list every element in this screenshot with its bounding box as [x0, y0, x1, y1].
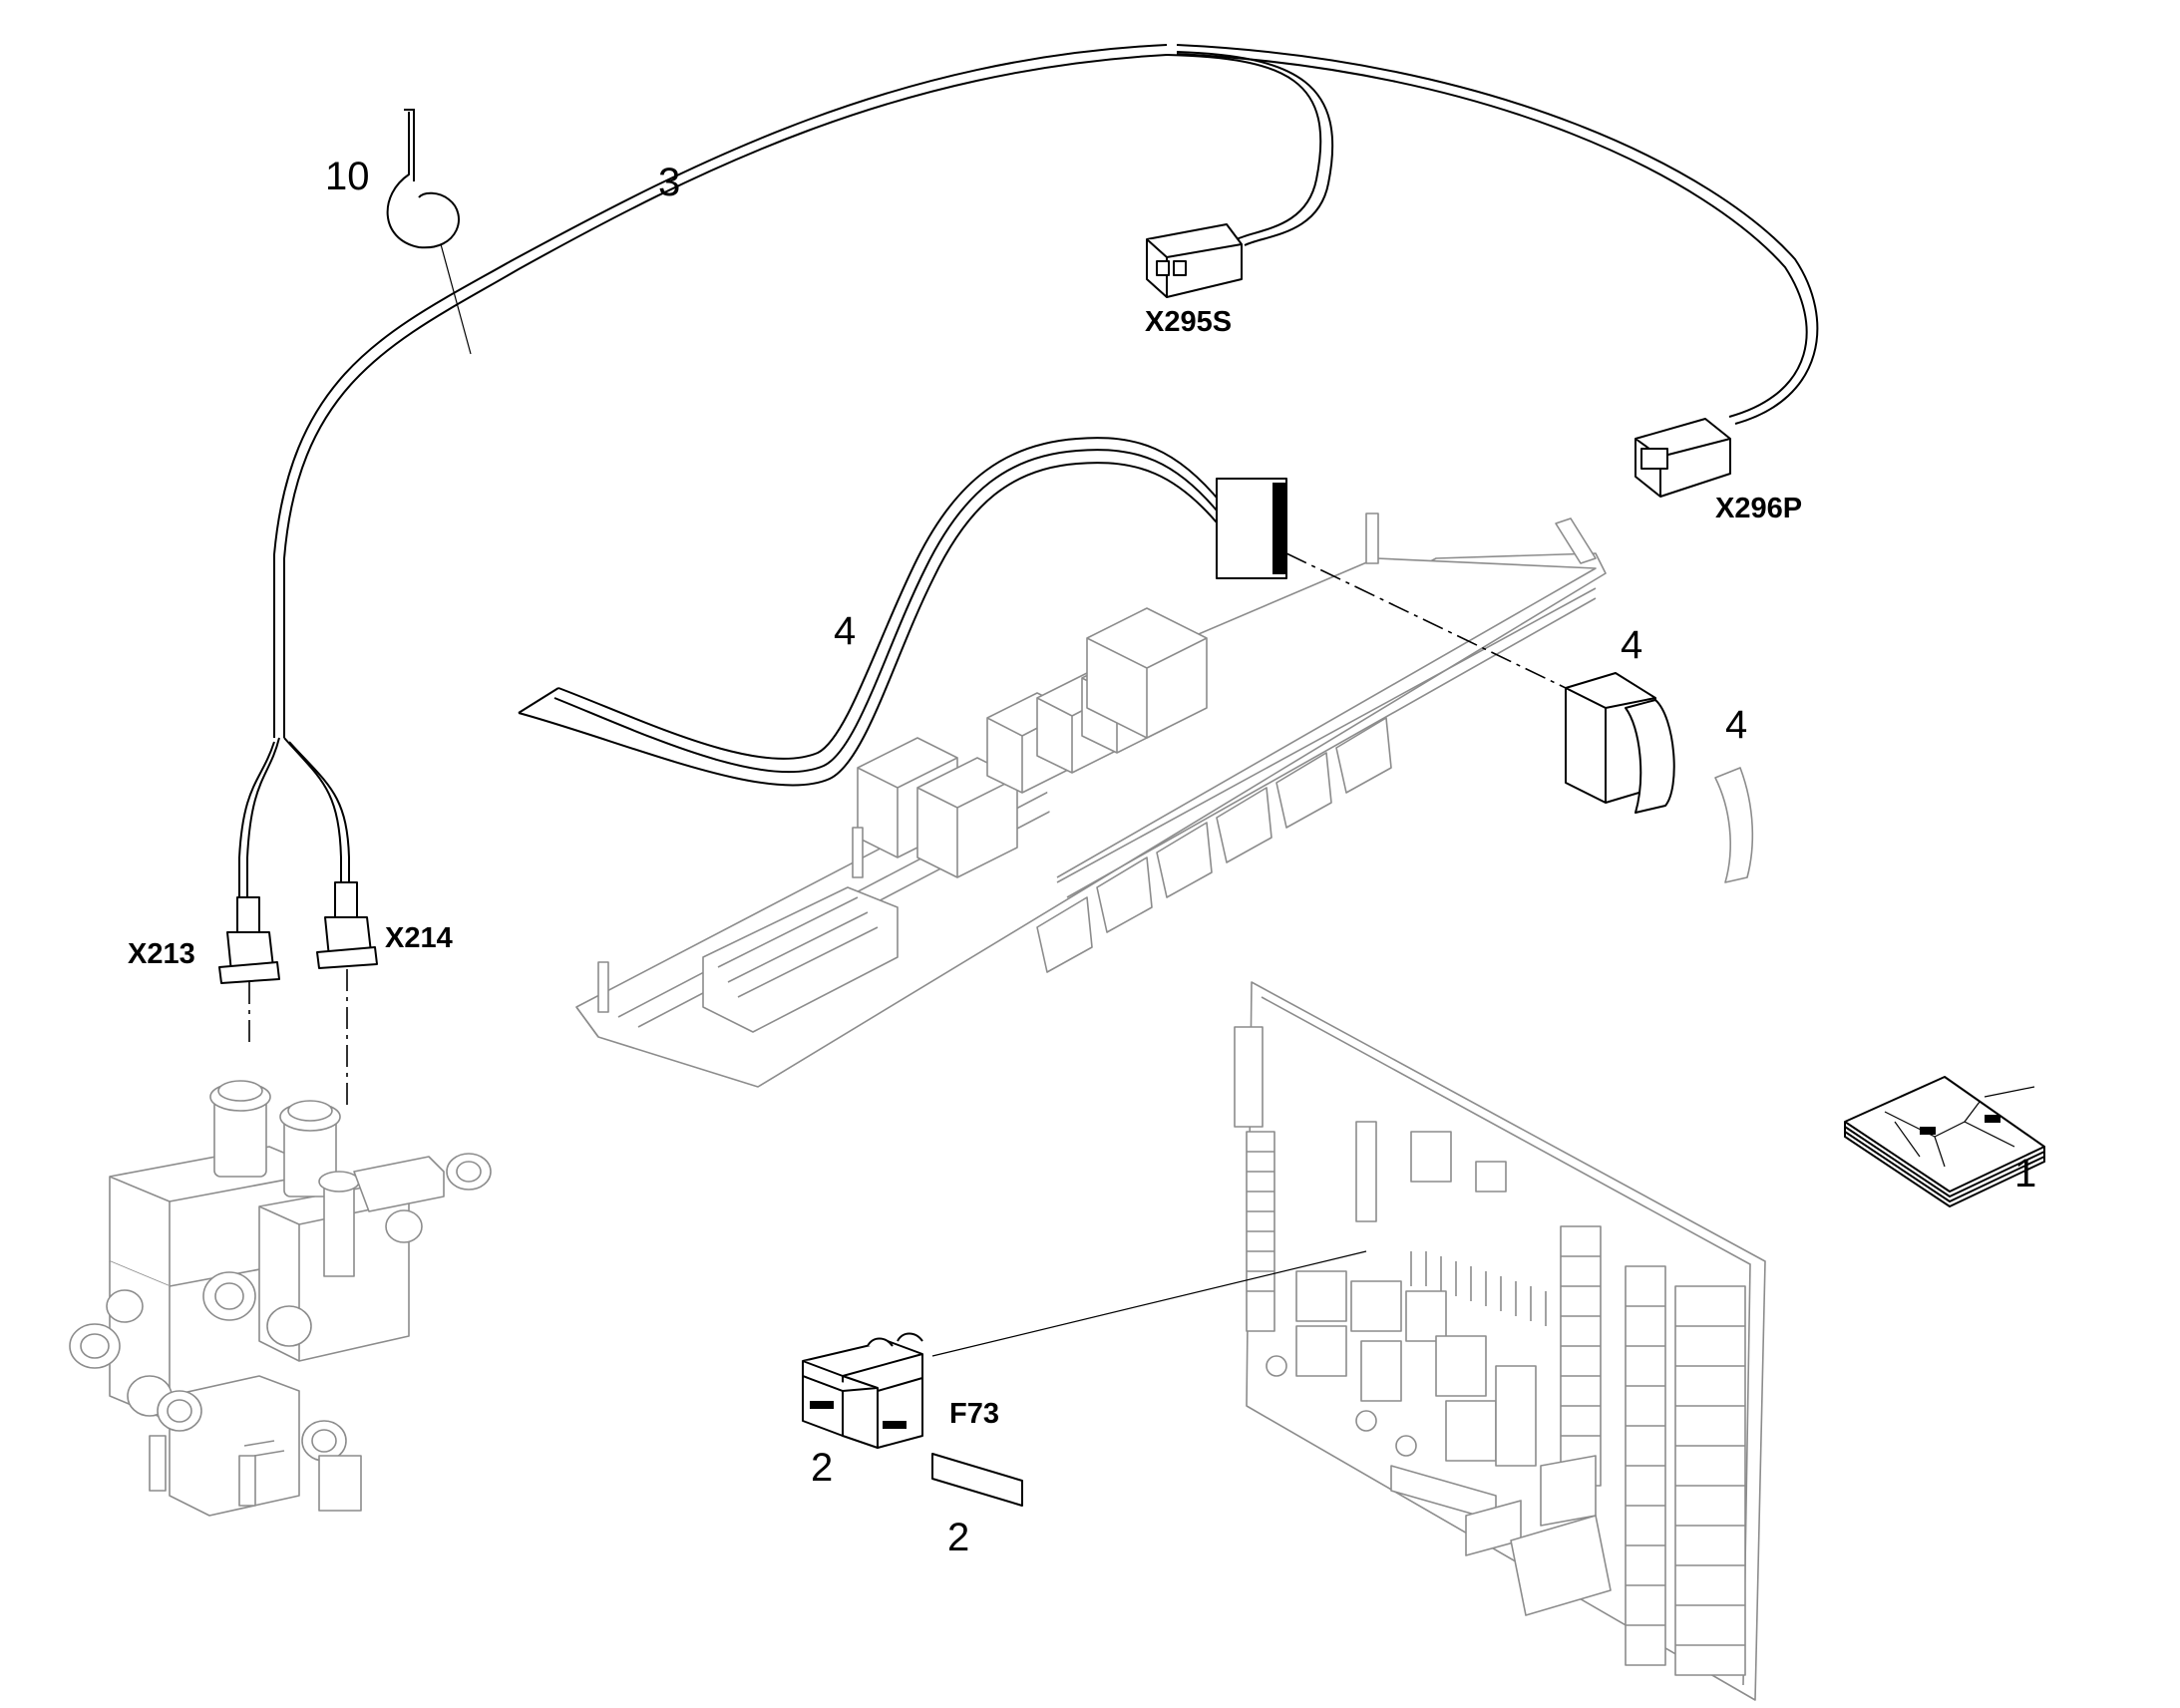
connector-label-x296p: X296P — [1715, 493, 1802, 524]
callout-item-1: 1 — [2014, 1152, 2036, 1196]
blade-fuse-icon — [802, 1332, 923, 1449]
connector-label-x214: X214 — [385, 922, 453, 954]
connector-x214-icon — [316, 881, 378, 1107]
cable-tie-icon — [386, 109, 472, 355]
rocker-switch-icon — [1565, 672, 1754, 883]
connector-x295s-icon — [1146, 223, 1243, 298]
connector-x296p-icon — [1635, 418, 1731, 498]
callout-item-4-harness: 4 — [834, 609, 856, 653]
connector-x213-icon — [218, 896, 280, 1047]
relay-panel-icon — [575, 512, 1607, 1088]
callout-item-4-switch: 4 — [1621, 623, 1642, 667]
manual-booklet-icon — [1844, 1076, 2045, 1208]
callout-item-10: 10 — [325, 155, 370, 198]
main-wire-harness — [238, 44, 1819, 897]
callout-item-2-label: 2 — [947, 1516, 969, 1559]
hydraulic-valve-block-icon — [69, 1080, 492, 1517]
label-strip-icon — [931, 1453, 1023, 1507]
circuit-board-icon — [931, 981, 1766, 1701]
callout-item-3: 3 — [658, 161, 680, 204]
connector-label-f73: F73 — [949, 1398, 999, 1430]
callout-item-2-fuse: 2 — [811, 1446, 833, 1490]
callout-item-4-cap: 4 — [1725, 703, 1747, 747]
panel-wire-harness — [518, 437, 1567, 787]
connector-label-x213: X213 — [128, 938, 195, 970]
connector-label-x295s: X295S — [1145, 306, 1232, 338]
